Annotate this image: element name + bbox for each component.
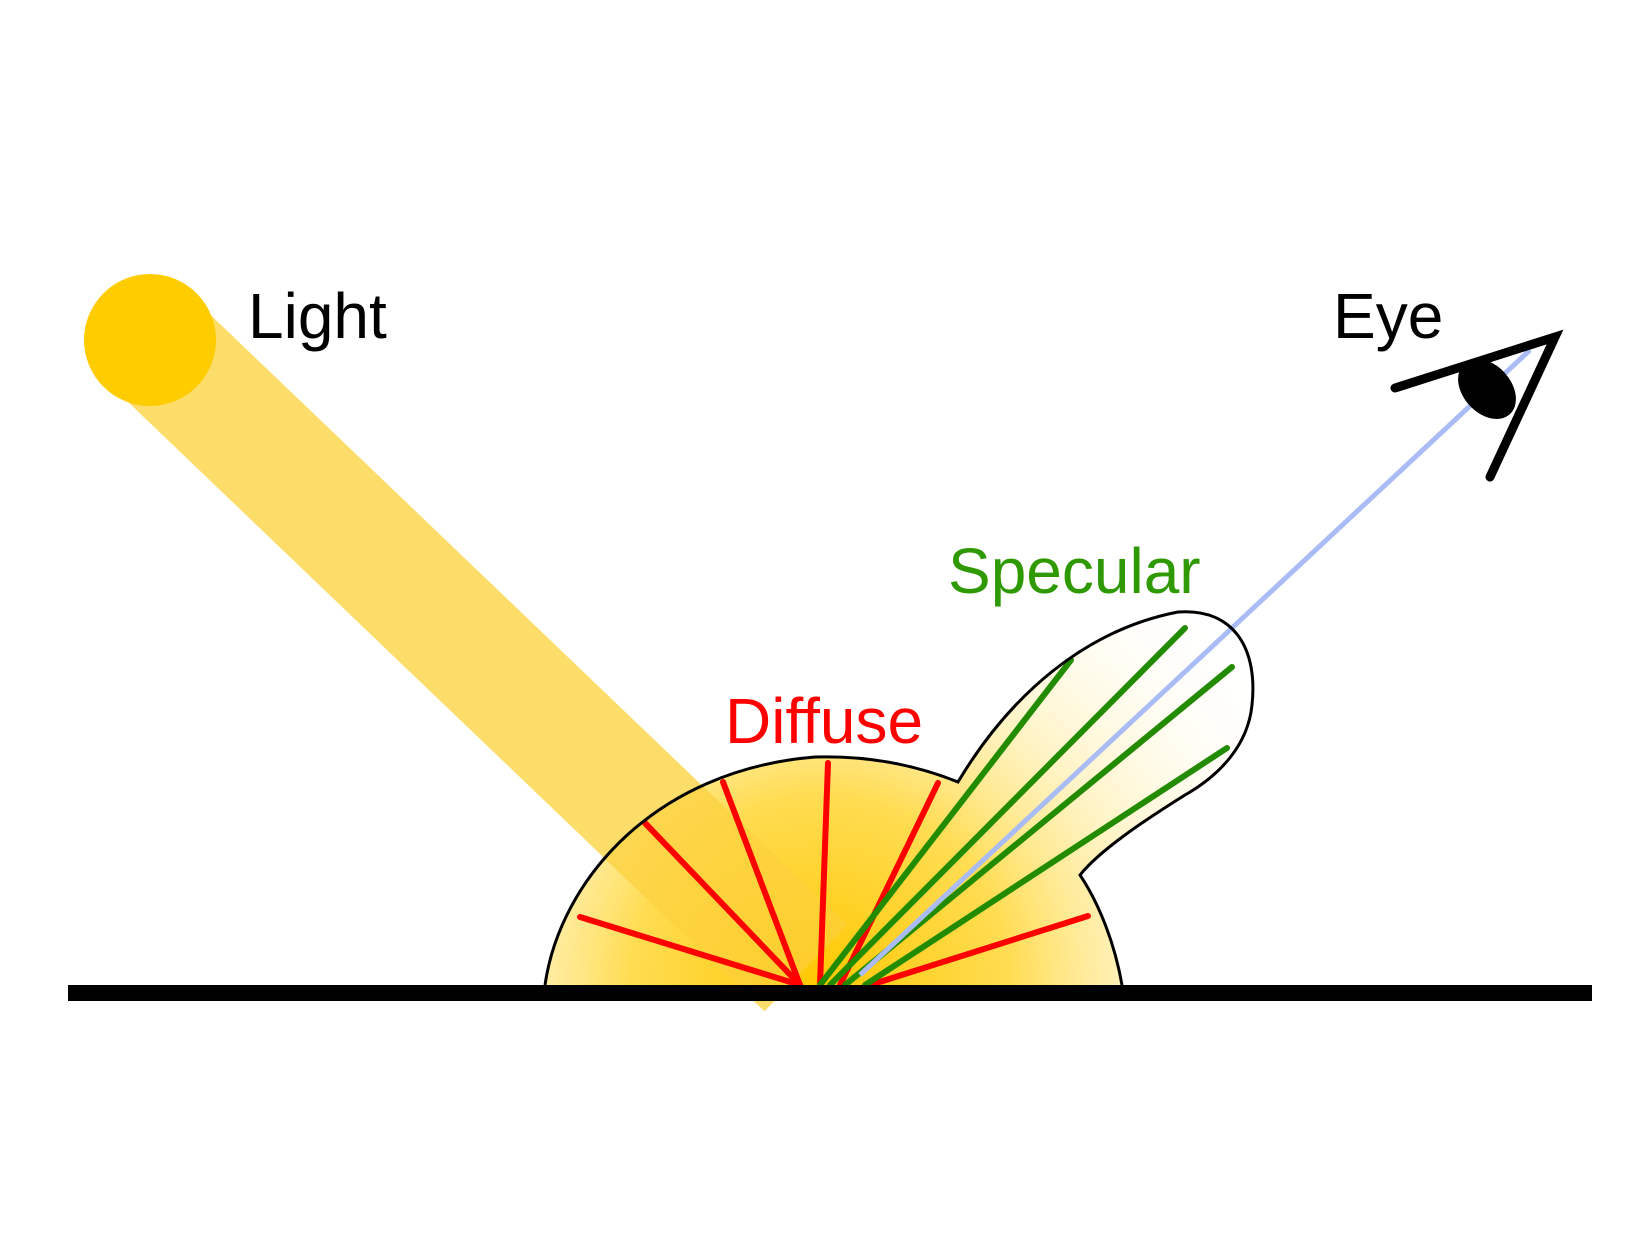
- diffuse-ray: [817, 760, 831, 988]
- specular-ray: [827, 625, 1188, 988]
- diffuse-ray: [642, 820, 803, 988]
- light-label: Light: [248, 280, 387, 352]
- specular-ray: [817, 657, 1074, 988]
- view-ray: [858, 348, 1532, 977]
- specular-ray: [862, 745, 1230, 988]
- diffuse-ray: [720, 779, 803, 988]
- light-source-icon: [84, 274, 216, 406]
- diffuse-rays: [577, 760, 1091, 988]
- diffuse-ray: [577, 914, 803, 988]
- reflection-lobe-outline: [543, 610, 1255, 986]
- eye-label: Eye: [1333, 280, 1443, 352]
- diffuse-label: Diffuse: [725, 685, 923, 757]
- diffuse-ray: [867, 913, 1091, 988]
- specular-label: Specular: [948, 535, 1201, 607]
- eye-icon: [1390, 329, 1564, 482]
- diffuse-ray: [837, 780, 941, 988]
